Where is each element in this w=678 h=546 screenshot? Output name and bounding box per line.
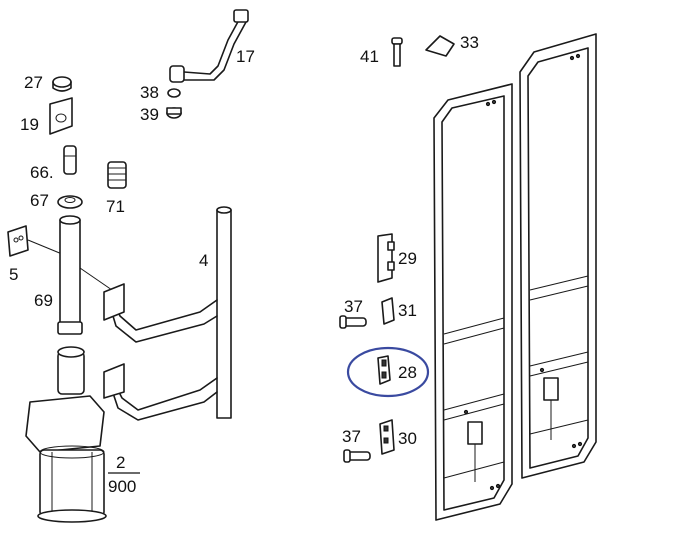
part-31-clip bbox=[381, 297, 395, 325]
label-5: 5 bbox=[9, 265, 18, 284]
part-66-pin bbox=[63, 145, 77, 175]
part-30-plate bbox=[379, 419, 395, 455]
part-29-plate bbox=[377, 233, 395, 283]
part-28-bracket bbox=[377, 355, 391, 385]
label-4: 4 bbox=[199, 251, 208, 270]
part-4-frame bbox=[103, 206, 232, 421]
part-71-spring bbox=[107, 161, 127, 189]
leader-69 bbox=[79, 267, 113, 291]
label-37-top: 37 bbox=[344, 297, 363, 316]
label-67: 67 bbox=[30, 191, 49, 210]
label-71: 71 bbox=[106, 197, 125, 216]
part-27-nut bbox=[52, 76, 72, 92]
label-27: 27 bbox=[24, 73, 43, 92]
part-38-nut bbox=[167, 88, 181, 98]
part-69-tube bbox=[57, 215, 83, 335]
part-39-nut bbox=[166, 107, 182, 119]
gate-right bbox=[519, 33, 597, 479]
part-33-clip bbox=[425, 35, 455, 57]
label-2-den: 900 bbox=[108, 477, 136, 496]
leader-5 bbox=[27, 239, 63, 255]
part-41-bolt bbox=[391, 37, 403, 67]
label-28: 28 bbox=[398, 363, 417, 382]
label-30: 30 bbox=[398, 429, 417, 448]
part-67-washer bbox=[57, 195, 83, 209]
label-41: 41 bbox=[360, 47, 379, 66]
label-37-bottom: 37 bbox=[342, 427, 361, 446]
gate-left bbox=[433, 83, 513, 521]
label-19: 19 bbox=[20, 115, 39, 134]
part-17-pipe bbox=[169, 9, 249, 83]
label-31: 31 bbox=[398, 301, 417, 320]
highlight-ring-28 bbox=[346, 346, 430, 398]
label-33: 33 bbox=[460, 33, 479, 52]
part-5-hinge bbox=[7, 225, 29, 257]
label-17: 17 bbox=[236, 47, 255, 66]
label-39: 39 bbox=[140, 105, 159, 124]
part-2-cylinder bbox=[25, 346, 107, 523]
label-66: 66. bbox=[30, 163, 54, 182]
label-2-num: 2 bbox=[116, 453, 125, 472]
part-37-screw-top bbox=[339, 315, 367, 329]
part-19-bracket bbox=[49, 97, 73, 135]
label-29: 29 bbox=[398, 249, 417, 268]
label-38: 38 bbox=[140, 83, 159, 102]
label-69: 69 bbox=[34, 291, 53, 310]
part-37-screw-bottom bbox=[343, 449, 371, 463]
